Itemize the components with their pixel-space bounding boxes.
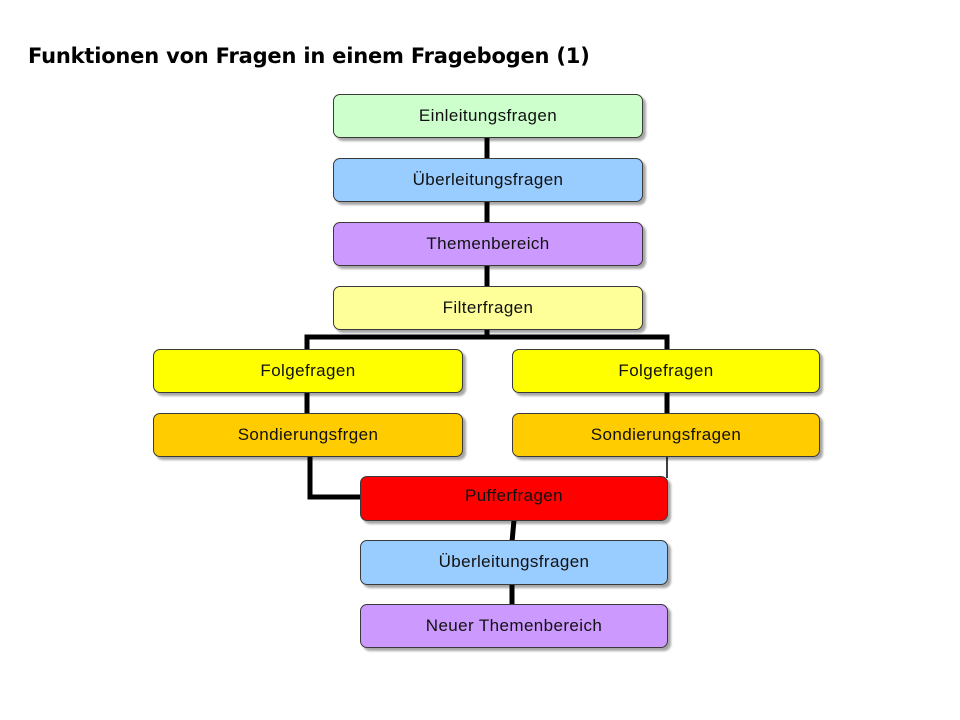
- node-label: Sondierungsfragen: [590, 425, 742, 444]
- node-einleitungsfragen: Einleitungsfragen: [333, 94, 643, 138]
- node-label: Themenbereich: [426, 234, 550, 253]
- node-label: Sondierungsfrgen: [237, 425, 379, 444]
- node-label: Filterfragen: [442, 298, 534, 317]
- node-filterfragen: Filterfragen: [333, 286, 643, 330]
- node-label: Einleitungsfragen: [418, 106, 558, 125]
- node-label: Pufferfragen: [464, 486, 564, 505]
- node-label: Überleitungsfragen: [438, 552, 590, 571]
- node-folgefragen-right: Folgefragen: [512, 349, 820, 393]
- node-label: Überleitungsfragen: [412, 170, 564, 189]
- edge-puffer-ueberleitung: [509, 519, 517, 543]
- node-label: Folgefragen: [618, 361, 714, 380]
- slide-title: Funktionen von Fragen in einem Frageboge…: [28, 44, 590, 68]
- node-label: Neuer Themenbereich: [425, 616, 603, 635]
- node-folgefragen-left: Folgefragen: [153, 349, 463, 393]
- node-label: Folgefragen: [260, 361, 356, 380]
- node-ueberleitungsfragen-top: Überleitungsfragen: [333, 158, 643, 202]
- node-neuer-themenbereich: Neuer Themenbereich: [360, 604, 668, 648]
- node-ueberleitungsfragen-bottom: Überleitungsfragen: [360, 540, 668, 585]
- node-themenbereich: Themenbereich: [333, 222, 643, 266]
- node-pufferfragen: Pufferfragen: [360, 476, 668, 521]
- node-sondierungsfragen-left: Sondierungsfrgen: [153, 413, 463, 457]
- edge-sondierung-left-puffer: [307, 457, 362, 500]
- node-sondierungsfragen-right: Sondierungsfragen: [512, 413, 820, 457]
